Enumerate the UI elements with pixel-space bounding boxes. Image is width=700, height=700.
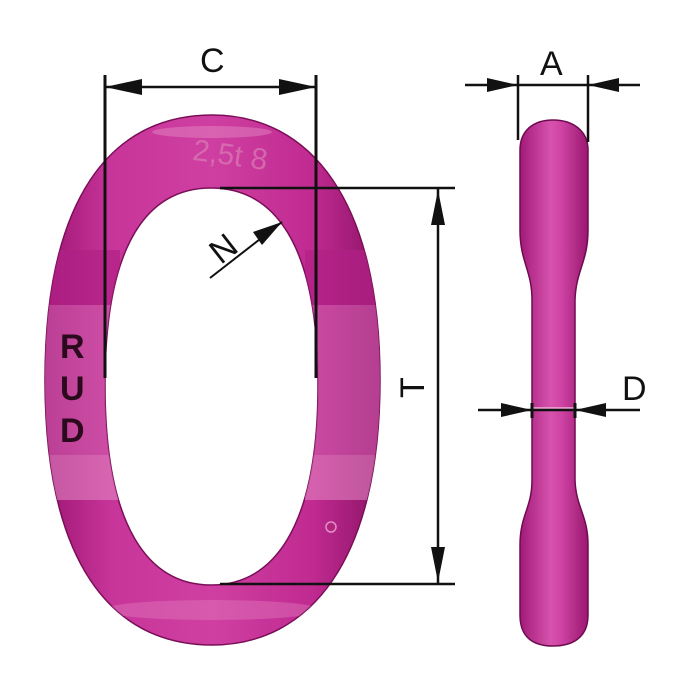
- arrowhead-up-icon: [431, 190, 445, 225]
- dimension-a: [465, 75, 640, 142]
- arrowhead-right-icon: [487, 78, 518, 92]
- dimension-c: [103, 75, 318, 378]
- arrowhead-right-icon: [501, 403, 532, 417]
- side-profile-body: [519, 119, 589, 647]
- ring-dimple: [325, 521, 337, 533]
- ring-side-view: [519, 119, 589, 647]
- arrowhead-down-icon: [431, 547, 445, 582]
- arrowhead-right-icon: [279, 79, 316, 95]
- dimension-n: [209, 221, 283, 279]
- brand-letter-r: R: [60, 328, 85, 366]
- ring-body: [44, 114, 381, 646]
- arrowhead-radius-icon: [253, 222, 282, 245]
- brand-letter-u: U: [60, 370, 85, 408]
- brand-letter-d: D: [60, 412, 85, 450]
- dimension-t: [220, 186, 455, 586]
- arrowhead-left-icon: [575, 403, 606, 417]
- dimension-d: [478, 403, 640, 418]
- dimension-label-n: N: [202, 227, 245, 272]
- arrowhead-left-icon: [105, 79, 142, 95]
- dimension-label-t: T: [394, 377, 432, 398]
- dimension-label-a: A: [540, 45, 563, 83]
- arrowhead-left-icon: [588, 78, 619, 92]
- dimension-label-d: D: [622, 370, 647, 408]
- dimension-label-c: C: [200, 42, 225, 80]
- ring-front-view: 2,5t 8 R U D: [44, 114, 381, 646]
